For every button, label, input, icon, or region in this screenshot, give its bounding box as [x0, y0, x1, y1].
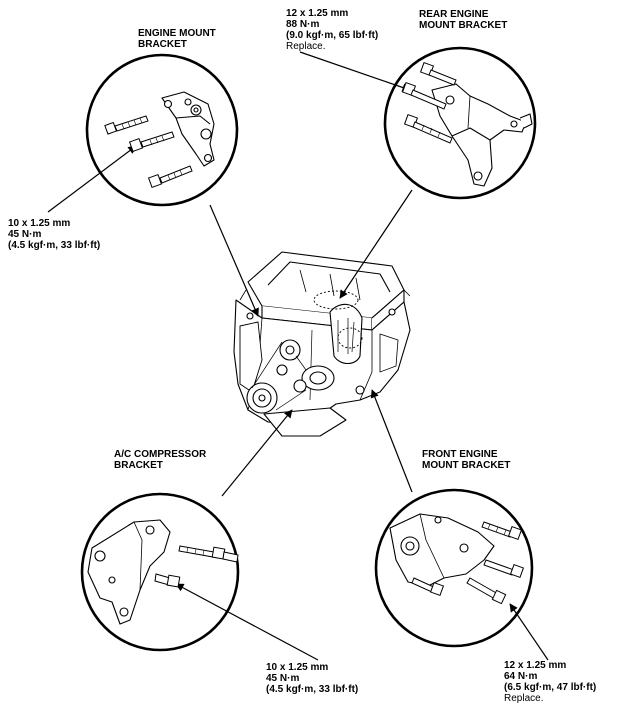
- ac-bracket-torque-spec: 10 x 1.25 mm 45 N·m (4.5 kgf·m, 33 lbf·f…: [266, 662, 359, 695]
- ac-compressor-bracket-part: [87, 519, 171, 625]
- front-mount-bracket-label: FRONT ENGINE MOUNT BRACKET: [422, 449, 511, 471]
- engine-block: [233, 251, 411, 437]
- rear-mount-bracket-label: REAR ENGINE MOUNT BRACKET: [419, 9, 508, 31]
- ac-bracket-detail-circle: [80, 492, 240, 652]
- rear-mount-detail-circle: [383, 46, 537, 200]
- connector-lines: [47, 51, 549, 661]
- front-mount-bolts: [411, 521, 525, 605]
- front-mount-torque-spec: 12 x 1.25 mm 64 N·m (6.5 kgf·m, 47 lbf·f…: [504, 660, 597, 704]
- engine-mount-detail-circle: [85, 53, 239, 207]
- replace-note: Replace.: [286, 41, 326, 52]
- engine-mount-bolts: [104, 115, 193, 189]
- replace-note: Replace.: [504, 693, 544, 704]
- engine-mount-bracket-part: [161, 91, 215, 167]
- ac-compressor-bracket-label: A/C COMPRESSOR BRACKET: [114, 449, 207, 471]
- rear-mount-bolts: [401, 61, 457, 144]
- rear-mount-bracket-part: [431, 83, 533, 187]
- front-mount-bracket-part: [389, 513, 495, 587]
- engine-mount-bracket-label: ENGINE MOUNT BRACKET: [138, 28, 216, 50]
- engine-mount-torque-spec: 10 x 1.25 mm 45 N·m (4.5 kgf·m, 33 lbf·f…: [8, 218, 101, 251]
- rear-mount-torque-spec: 12 x 1.25 mm 88 N·m (9.0 kgf·m, 65 lbf·f…: [286, 8, 379, 52]
- ac-bracket-bolts: [154, 545, 239, 588]
- front-mount-detail-circle: [374, 488, 534, 648]
